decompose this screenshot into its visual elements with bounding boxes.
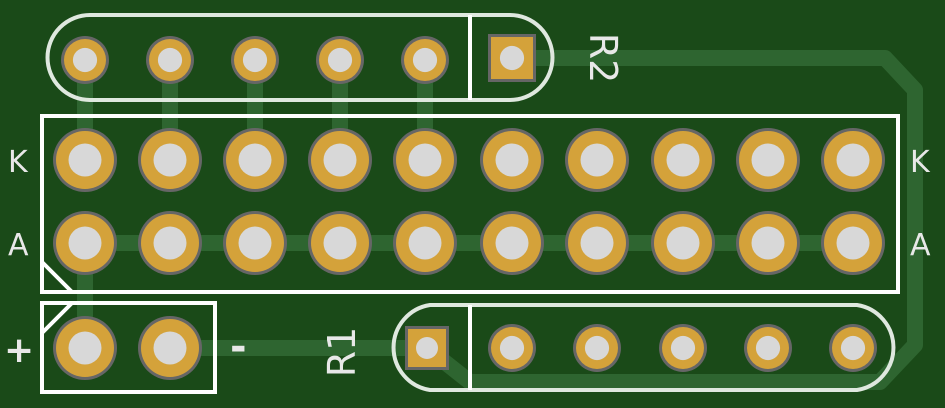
pads — [53, 34, 885, 380]
pad — [138, 316, 202, 380]
r2-label: R2 — [581, 33, 625, 84]
pad — [308, 211, 372, 275]
drill-hole — [751, 143, 785, 177]
pad — [138, 211, 202, 275]
pad — [53, 128, 117, 192]
pad — [651, 128, 715, 192]
pad — [573, 324, 621, 372]
pad — [488, 324, 536, 372]
pad — [316, 36, 364, 84]
drill-hole — [153, 143, 187, 177]
pad — [480, 128, 544, 192]
pad — [651, 211, 715, 275]
pad — [223, 211, 287, 275]
pad — [736, 128, 800, 192]
drill-hole — [666, 143, 700, 177]
drill-hole — [68, 226, 102, 260]
pad — [821, 211, 885, 275]
drill-hole — [408, 226, 442, 260]
drill-hole — [840, 335, 866, 361]
pad — [53, 211, 117, 275]
pad — [744, 324, 792, 372]
drill-hole — [238, 143, 272, 177]
pad — [480, 211, 544, 275]
r1-label: R1 — [320, 327, 364, 378]
drill-hole — [68, 331, 102, 365]
drill-hole — [238, 226, 272, 260]
drill-hole — [495, 226, 529, 260]
k-left-label: K — [8, 145, 29, 180]
led-outline — [40, 114, 900, 294]
pad — [736, 211, 800, 275]
drill-hole — [580, 226, 614, 260]
pad — [659, 324, 707, 372]
drill-hole — [157, 47, 183, 73]
pad — [565, 128, 629, 192]
drill-hole — [499, 45, 525, 71]
pad — [53, 316, 117, 380]
a-left-label: A — [8, 228, 29, 263]
plus-label: + — [4, 330, 34, 371]
pad — [488, 34, 536, 82]
pad — [231, 36, 279, 84]
pad — [308, 128, 372, 192]
drill-hole — [580, 143, 614, 177]
pad — [401, 36, 449, 84]
drill-hole — [666, 226, 700, 260]
drill-hole — [499, 335, 525, 361]
drill-hole — [323, 226, 357, 260]
drill-hole — [584, 335, 610, 361]
drill-hole — [68, 143, 102, 177]
silkscreen — [40, 13, 900, 394]
pad — [405, 326, 449, 370]
pad — [829, 324, 877, 372]
drill-hole — [495, 143, 529, 177]
drill-hole — [755, 335, 781, 361]
drill-hole — [72, 47, 98, 73]
drill-hole — [416, 337, 438, 359]
drill-hole — [327, 47, 353, 73]
drill-hole — [153, 226, 187, 260]
power-outline — [40, 301, 217, 394]
drill-hole — [751, 226, 785, 260]
r2-outline — [45, 13, 555, 102]
pad — [393, 128, 457, 192]
drill-hole — [412, 47, 438, 73]
minus-label: - — [230, 324, 247, 370]
k-right-label: K — [910, 145, 931, 180]
drill-hole — [836, 143, 870, 177]
drill-hole — [242, 47, 268, 73]
drill-hole — [408, 143, 442, 177]
pad — [393, 211, 457, 275]
drill-hole — [323, 143, 357, 177]
pad — [146, 36, 194, 84]
drill-hole — [670, 335, 696, 361]
drill-hole — [836, 226, 870, 260]
a-right-label: A — [910, 228, 931, 263]
pad — [61, 36, 109, 84]
pad — [223, 128, 287, 192]
pad — [565, 211, 629, 275]
drill-hole — [153, 331, 187, 365]
pad — [821, 128, 885, 192]
pad — [138, 128, 202, 192]
r1-outline — [391, 303, 896, 392]
